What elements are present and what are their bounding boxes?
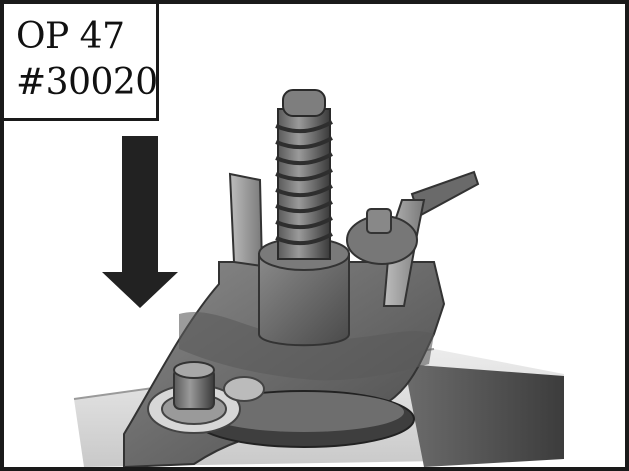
pin-washer	[147, 361, 265, 434]
operation-number: OP 47	[16, 16, 125, 57]
part-label: OP 47 #30020	[4, 4, 159, 121]
down-arrow-icon	[102, 136, 178, 308]
part-number: #30020	[16, 62, 158, 103]
right-blade	[346, 170, 480, 307]
threaded-screw	[275, 89, 333, 260]
tool-photo	[73, 89, 564, 467]
left-blade	[228, 172, 264, 268]
